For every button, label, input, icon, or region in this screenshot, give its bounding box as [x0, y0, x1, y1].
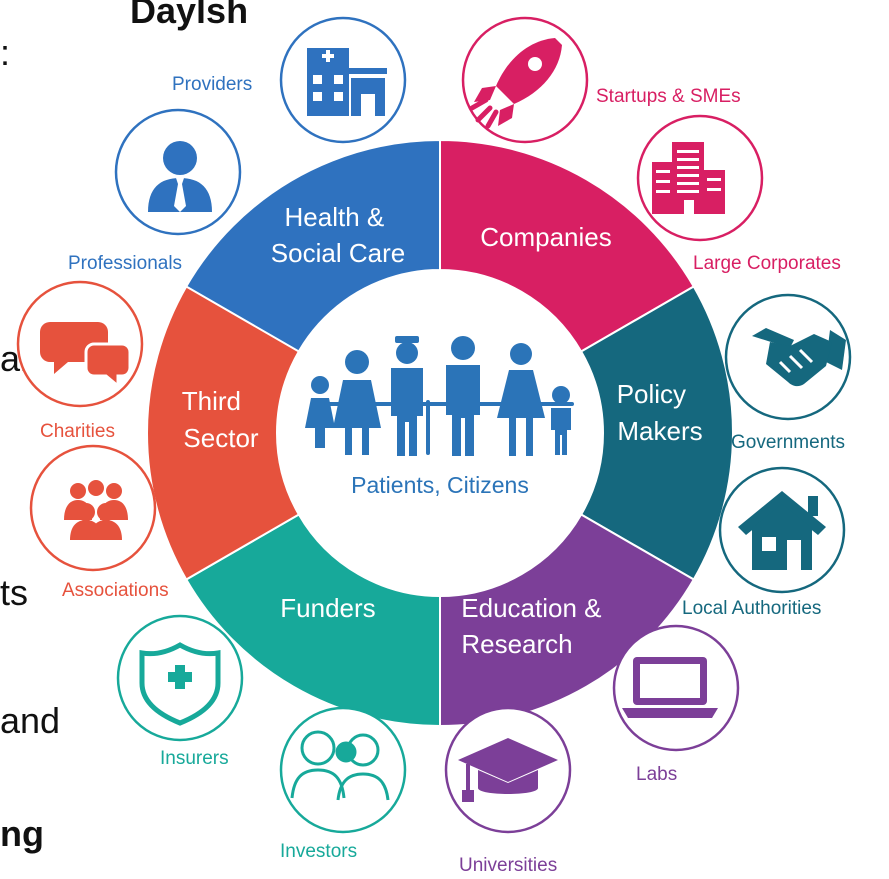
- speech-bubbles-icon: [40, 322, 132, 390]
- satellite-label-providers: Providers: [172, 74, 252, 95]
- segment-label-health-social-care: Health & Social Care: [271, 202, 405, 268]
- segment-label-third-sector: Third Sector: [182, 386, 259, 453]
- satellite-label-investors: Investors: [280, 841, 357, 862]
- satellite-label-governments: Governments: [731, 432, 845, 453]
- satellite-label-insurers: Insurers: [160, 748, 229, 769]
- office-building-icon: [652, 142, 725, 214]
- bg-text-fragment-4: ng: [0, 813, 44, 854]
- shield-cross-icon: [139, 642, 221, 726]
- segment-label-education-research: Education & Research: [461, 593, 608, 659]
- bg-text-colon-fragment: :: [0, 32, 11, 73]
- rocket-icon: [469, 38, 562, 129]
- segment-label-funders: Funders: [280, 593, 375, 623]
- satellite-label-associations: Associations: [62, 580, 169, 601]
- house-icon: [738, 491, 826, 570]
- satellite-label-local-authorities: Local Authorities: [682, 598, 821, 619]
- satellite-label-large-corporates: Large Corporates: [693, 253, 841, 274]
- satellite-label-labs: Labs: [636, 764, 677, 785]
- investors-icon: [290, 730, 390, 801]
- laptop-icon: [622, 657, 718, 718]
- bg-text-fragment-2: ts: [0, 572, 29, 613]
- satellite-label-professionals: Professionals: [68, 253, 182, 274]
- bg-text-fragment-3: and: [0, 700, 61, 741]
- group-icon: [64, 480, 128, 540]
- segment-label-companies: Companies: [480, 222, 612, 252]
- satellite-label-charities: Charities: [40, 421, 115, 442]
- center-circle: [277, 270, 603, 596]
- hospital-icon: [307, 48, 387, 116]
- bg-text-title-fragment: Daylsh: [130, 0, 249, 31]
- handshake-icon: [752, 328, 846, 387]
- satellite-label-universities: Universities: [459, 855, 557, 876]
- family-icon: [305, 336, 574, 456]
- satellite-circle-investors: [279, 706, 407, 834]
- segment-label-policy-makers: Policy Makers: [617, 379, 703, 446]
- stakeholder-ring: [145, 138, 734, 728]
- satellite-label-startups-smes: Startups & SMEs: [596, 86, 741, 107]
- professional-icon: [148, 141, 212, 212]
- graduation-cap-icon: [458, 738, 558, 802]
- center-label: Patients, Citizens: [351, 472, 529, 498]
